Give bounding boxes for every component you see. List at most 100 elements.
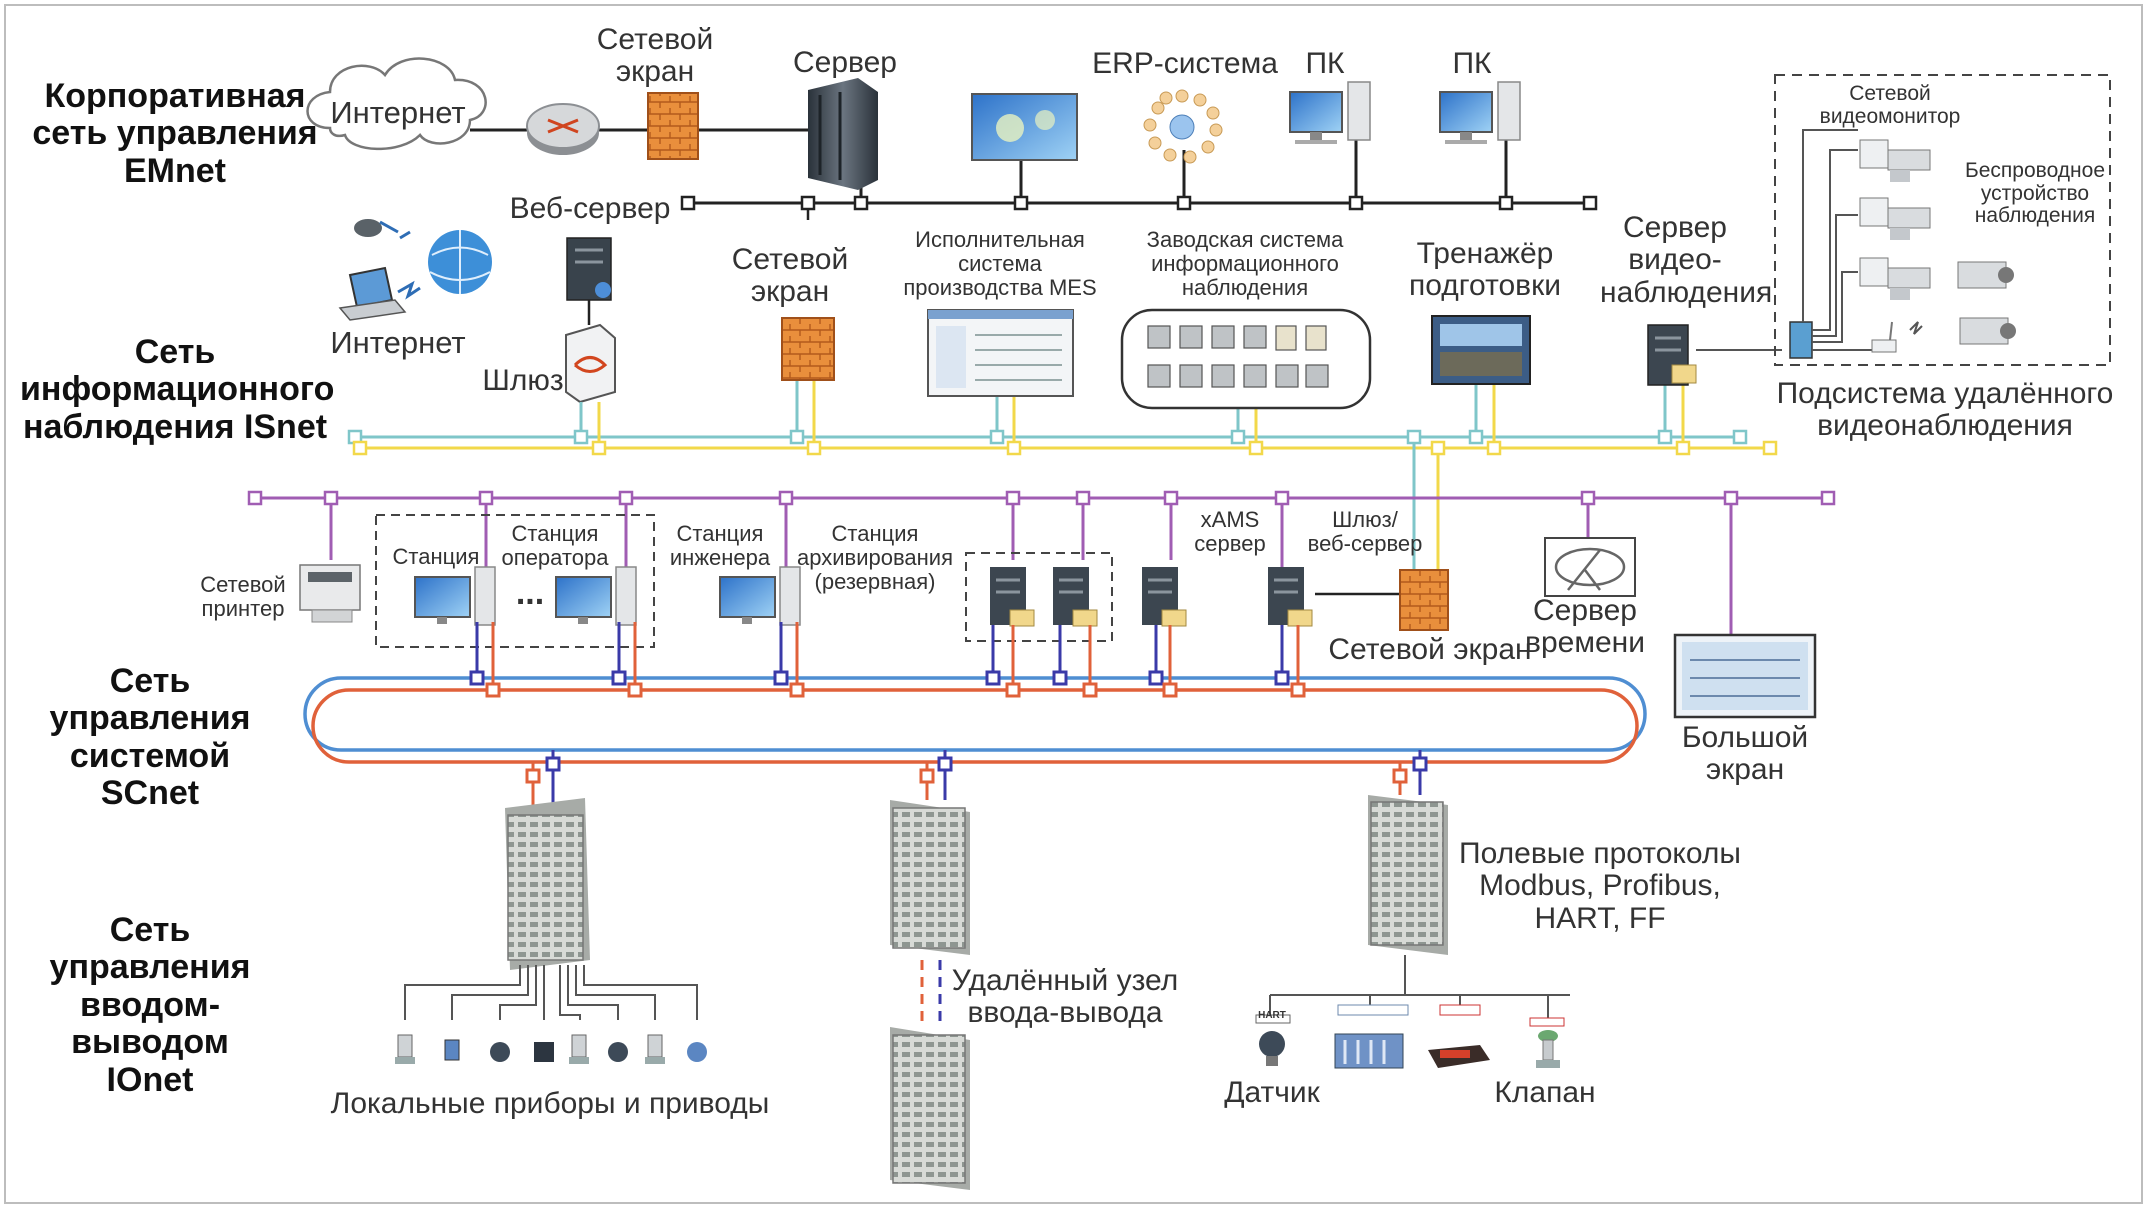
local-devices-label: Локальные приборы и приводы: [330, 1087, 770, 1120]
mes-screen-icon: [927, 309, 1074, 397]
trainer-label: Тренажёр подготовки: [1409, 237, 1561, 303]
operator-group-box: [375, 514, 655, 648]
pc-icon: [414, 566, 496, 626]
cabinet-icon: [1368, 795, 1448, 955]
field-protocol-wiring: [1269, 955, 1570, 1018]
web-server-icon: [566, 237, 612, 301]
big-screen-icon: [1673, 633, 1817, 719]
plant-info-label: Заводская система информационного наблюд…: [1146, 227, 1344, 300]
valve-label: Клапан: [1494, 1076, 1596, 1109]
firewall-icon: [1399, 569, 1449, 631]
archive-group-box: [965, 552, 1113, 642]
cloud-icon: [306, 57, 487, 151]
erp-cluster-icon: [1143, 89, 1223, 164]
pc-icon: [555, 566, 637, 626]
laptop-icon: [338, 266, 407, 321]
cabinet-icon: [890, 800, 970, 955]
big-screen-label: Большой экран: [1681, 721, 1809, 787]
video-monitor-label: Сетевой видеомонитор: [1819, 82, 1961, 128]
time-server-label: Сервер времени: [1525, 594, 1645, 660]
valve-icon: [645, 1034, 665, 1064]
flowmeter-icon: [444, 1039, 460, 1061]
plc-rack-icon: [1334, 1004, 1409, 1069]
wireless-label: Беспроводное устройство наблюдения: [1964, 159, 2106, 228]
valve-icon: [569, 1034, 589, 1064]
internet-left-label: Интернет: [330, 325, 466, 360]
video-switch-icon: [1789, 129, 1872, 359]
firewall-icon: [781, 317, 835, 381]
printer-icon: [299, 564, 361, 623]
gw-web-label: Шлюз/ веб-сервер: [1307, 507, 1423, 556]
server-rack-icon: [808, 78, 878, 190]
trainer-screen-icon: [1431, 315, 1531, 385]
mes-label: Исполнительная система производства MES: [903, 227, 1097, 300]
valve-icon: [1529, 1017, 1565, 1068]
firewall-isnet-label: Сетевой экран: [731, 243, 849, 309]
section-isnet-label: Сеть информационного наблюдения ISnet: [20, 333, 335, 446]
satellite-icon: [354, 219, 411, 240]
server-icon: [1268, 567, 1313, 627]
monitor-icon: [971, 93, 1078, 161]
local-devices-wiring: [404, 965, 698, 1020]
section-ionet-label: Сеть управления вводом-выводом IOnet: [49, 911, 251, 1099]
globe-icon: [428, 230, 492, 294]
time-antenna-icon: [1544, 537, 1636, 597]
server-icon: [1142, 567, 1187, 627]
camera-icon: [1859, 139, 1931, 182]
archive-station-label: Станция архивирования (резервная): [797, 521, 953, 594]
outer-frame: [4, 4, 2143, 1204]
field-protocols-label: Полевые протоколы Modbus, Profibus, HART…: [1459, 837, 1741, 935]
video-server-label: Сервер видео- наблюдения: [1600, 211, 1773, 309]
server-icon: [1647, 324, 1697, 386]
scnet-purple-bus: [247, 490, 1836, 635]
pc2-label: ПК: [1452, 47, 1492, 80]
camera-icon: [1859, 257, 1931, 300]
erp-label: ERP-система: [1092, 47, 1278, 80]
sensor-icon: [608, 1042, 628, 1062]
cabinet-icon: [505, 798, 590, 970]
firewall-mid-label: Сетевой экран: [1328, 633, 1532, 666]
video-subsystem-box: [1774, 74, 2111, 366]
hart-tag-label: HART: [1258, 1010, 1286, 1021]
section-emnet-label: Корпоративная сеть управления EMnet: [32, 77, 318, 190]
server-label: Сервер: [792, 46, 897, 79]
pc-icon: [719, 566, 801, 626]
isnet-bus: [347, 429, 1778, 456]
firewall-top-label: Сетевой экран: [596, 23, 714, 89]
sensor-icon: [490, 1042, 510, 1062]
plant-info-cluster-icon: [1120, 308, 1372, 410]
cabinet-icon: [890, 1027, 970, 1190]
server-icon: [990, 567, 1035, 627]
pc-icon: [1439, 81, 1521, 144]
ring-taps: [469, 622, 1306, 698]
gateway-label: Шлюз: [482, 364, 564, 397]
gateway-icon: [565, 323, 616, 404]
wireless-camera-icon: [1957, 261, 2016, 345]
camera-icon: [1859, 197, 1931, 240]
scnet-ring: [303, 676, 1647, 764]
dots-label: ...: [515, 574, 545, 612]
section-scnet-label: Сеть управления системой SCnet: [49, 662, 251, 813]
engineer-station-label: Станция инженера: [669, 521, 771, 570]
server-icon: [1053, 567, 1098, 627]
sensor-label: Датчик: [1224, 1076, 1320, 1109]
field-device-icons: [395, 1034, 707, 1064]
video-subsystem-label: Подсистема удалённого видеонаблюдения: [1776, 377, 2114, 443]
operator-station-label: Станция оператора: [501, 521, 609, 570]
valve-icon: [395, 1034, 415, 1064]
pc1-label: ПК: [1305, 47, 1345, 80]
sensor-icon: [534, 1042, 554, 1062]
web-server-label: Веб-сервер: [509, 192, 671, 225]
internet-top-label: Интернет: [330, 95, 466, 130]
pc-icon: [1289, 81, 1371, 144]
router-icon: [526, 103, 600, 155]
sensor-icon: [1255, 1014, 1291, 1066]
xams-label: xAMS сервер: [1194, 507, 1266, 556]
remote-io-label: Удалённый узел ввода-вывода: [951, 964, 1179, 1030]
wireless-ap-icon: [1871, 321, 1923, 353]
controller-icon: [1428, 1004, 1490, 1068]
isnet-taps: [573, 378, 1691, 590]
firewall-icon: [647, 92, 699, 160]
printer-label: Сетевой принтер: [200, 572, 286, 621]
